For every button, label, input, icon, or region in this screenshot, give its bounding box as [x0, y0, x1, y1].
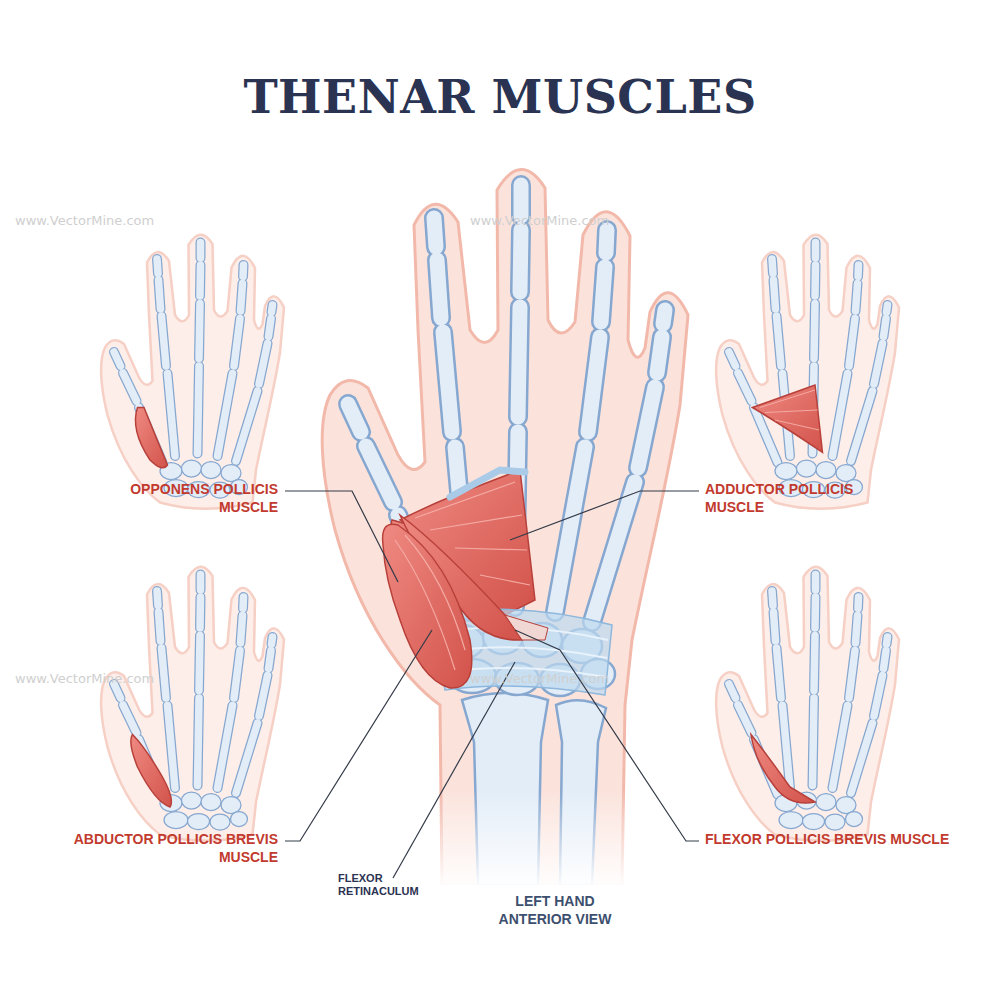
muscle-label: FLEXOR POLLICIS BREVIS MUSCLE [705, 831, 950, 849]
watermark: www.VectorMine.com [470, 213, 650, 229]
flexor-hand [716, 567, 899, 841]
opponens-hand [101, 235, 284, 509]
structure-label: FLEXOR RETINACULUM [338, 872, 430, 898]
muscle-label: ADDUCTOR POLLICIS MUSCLE [705, 481, 890, 516]
watermark: www.VectorMine.com [15, 671, 195, 687]
watermark: www.VectorMine.com [470, 671, 650, 687]
main-hand [300, 169, 720, 905]
adductor-hand [716, 235, 899, 509]
watermark: www.VectorMine.com [15, 213, 195, 229]
abductor-hand [101, 567, 284, 841]
muscle-label: ABDUCTOR POLLICIS BREVIS MUSCLE [33, 831, 278, 866]
muscle-label: OPPONENS POLLICIS MUSCLE [93, 481, 278, 516]
view-label: LEFT HAND ANTERIOR VIEW [485, 893, 625, 928]
leader-lines [285, 491, 699, 878]
diagram-title: THENAR MUSCLES [0, 72, 1000, 123]
